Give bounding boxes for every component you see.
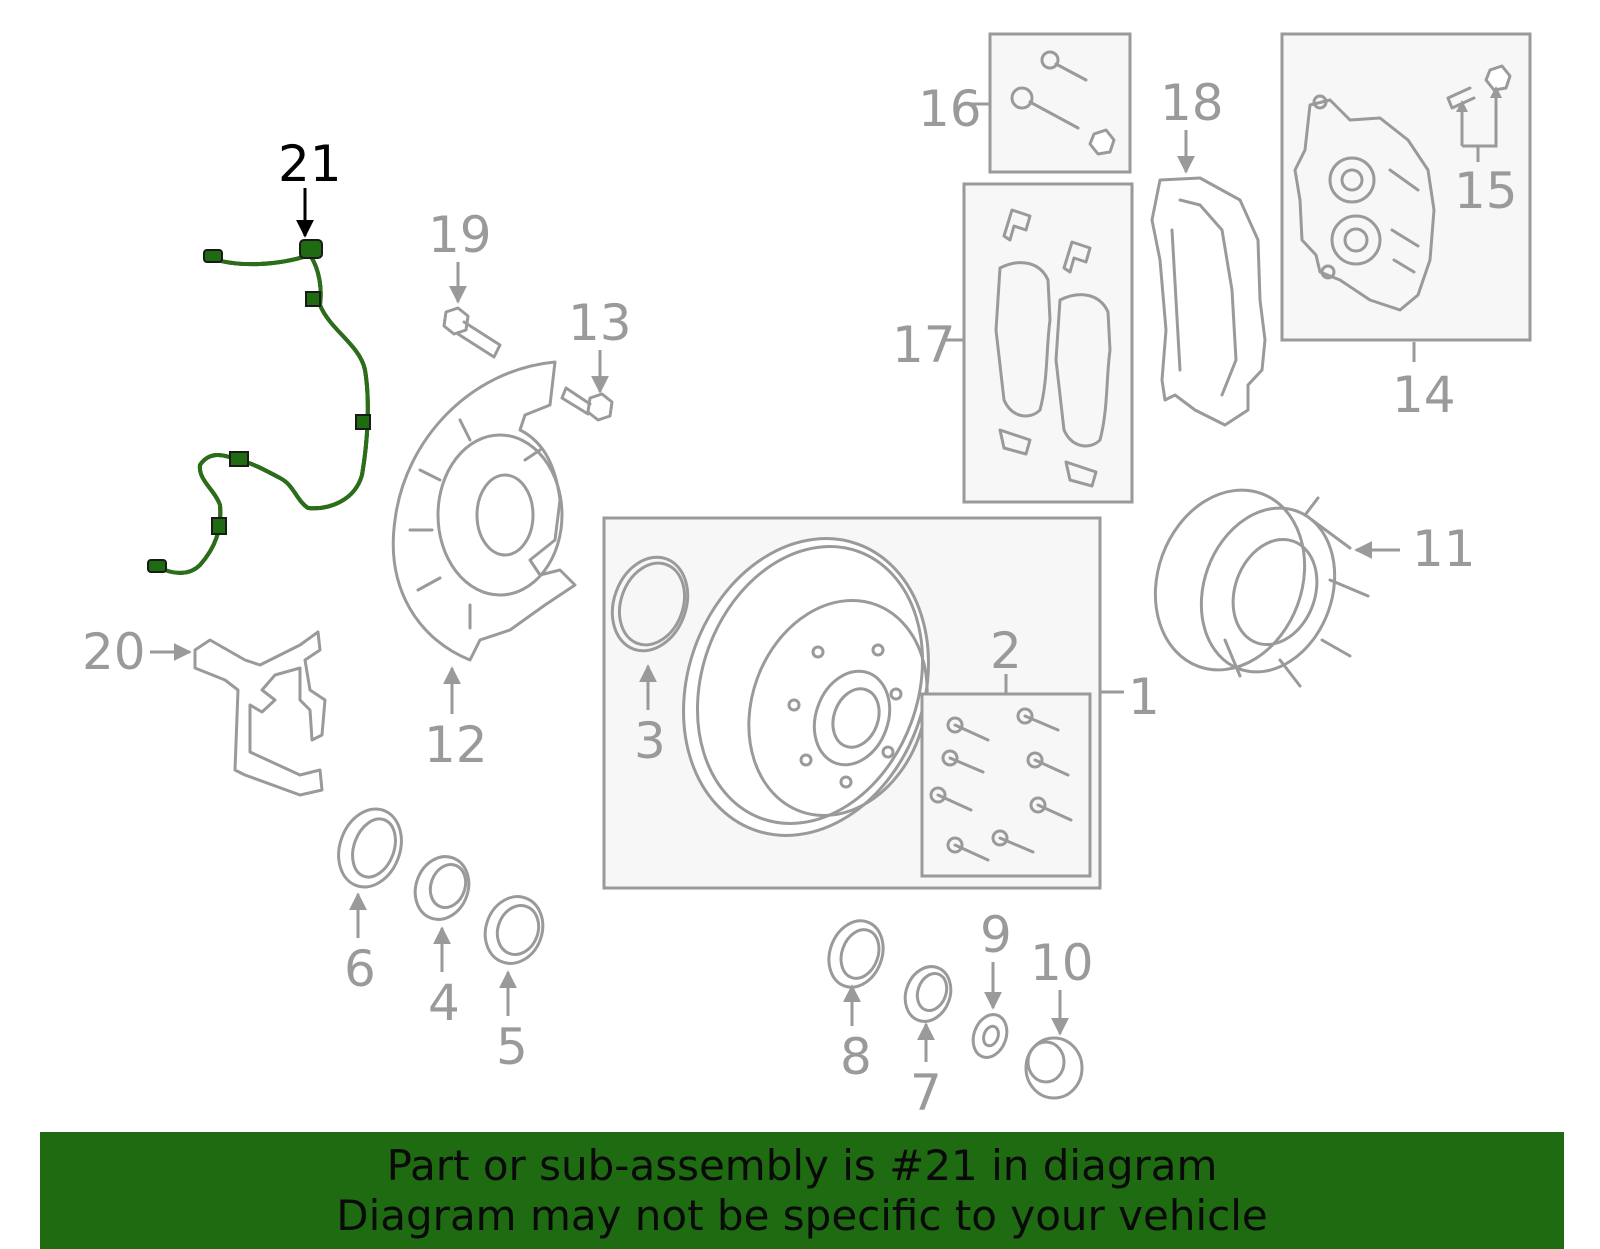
part-14-caliper[interactable] <box>1293 94 1436 312</box>
part-20-bracket[interactable] <box>193 630 327 797</box>
part-11-hub[interactable] <box>1131 469 1370 691</box>
part-18-caliper-bracket[interactable] <box>1150 176 1267 427</box>
label-21: 21 <box>278 135 342 193</box>
part-6-seal[interactable] <box>328 800 412 896</box>
label-20: 20 <box>82 623 146 681</box>
part-19-bolt[interactable] <box>442 306 502 359</box>
label-8: 8 <box>840 1028 872 1086</box>
label-11: 11 <box>1412 520 1476 578</box>
label-16: 16 <box>918 80 982 138</box>
label-5: 5 <box>496 1018 528 1076</box>
part-2-wheel-studs[interactable] <box>929 707 1073 862</box>
part-21-abs-sensor[interactable] <box>147 239 371 575</box>
label-2: 2 <box>990 622 1022 680</box>
label-14: 14 <box>1392 366 1456 424</box>
label-15: 15 <box>1454 162 1518 220</box>
part-9-washer[interactable] <box>967 1010 1012 1062</box>
label-3: 3 <box>634 712 666 770</box>
part-4-bearing[interactable] <box>407 849 478 927</box>
part-12-dust-shield[interactable] <box>391 360 577 662</box>
label-7: 7 <box>910 1064 942 1122</box>
banner-line-2: Diagram may not be specific to your vehi… <box>336 1190 1268 1240</box>
label-18: 18 <box>1160 74 1224 132</box>
label-4: 4 <box>428 974 460 1032</box>
part-10-cap[interactable] <box>1024 1036 1084 1100</box>
part-8-seal[interactable] <box>820 913 892 995</box>
part-5-race[interactable] <box>476 888 552 971</box>
banner-line-1: Part or sub-assembly is #21 in diagram <box>386 1140 1218 1190</box>
label-10: 10 <box>1030 934 1094 992</box>
label-12: 12 <box>424 716 488 774</box>
part-17-brake-pads[interactable] <box>994 208 1112 488</box>
part-16-caliper-pins[interactable] <box>1010 50 1116 156</box>
part-3-ring[interactable] <box>600 547 700 662</box>
part-1-rotor[interactable] <box>643 504 969 870</box>
part-7-bearing[interactable] <box>898 960 958 1028</box>
label-19: 19 <box>428 206 492 264</box>
label-1: 1 <box>1128 668 1160 726</box>
label-13: 13 <box>568 294 632 352</box>
group-2-box <box>920 692 1092 878</box>
info-banner: Part or sub-assembly is #21 in diagram D… <box>40 1132 1564 1249</box>
label-6: 6 <box>344 940 376 998</box>
label-17: 17 <box>892 316 956 374</box>
label-9: 9 <box>980 906 1012 964</box>
part-13-bolt[interactable] <box>560 386 614 422</box>
